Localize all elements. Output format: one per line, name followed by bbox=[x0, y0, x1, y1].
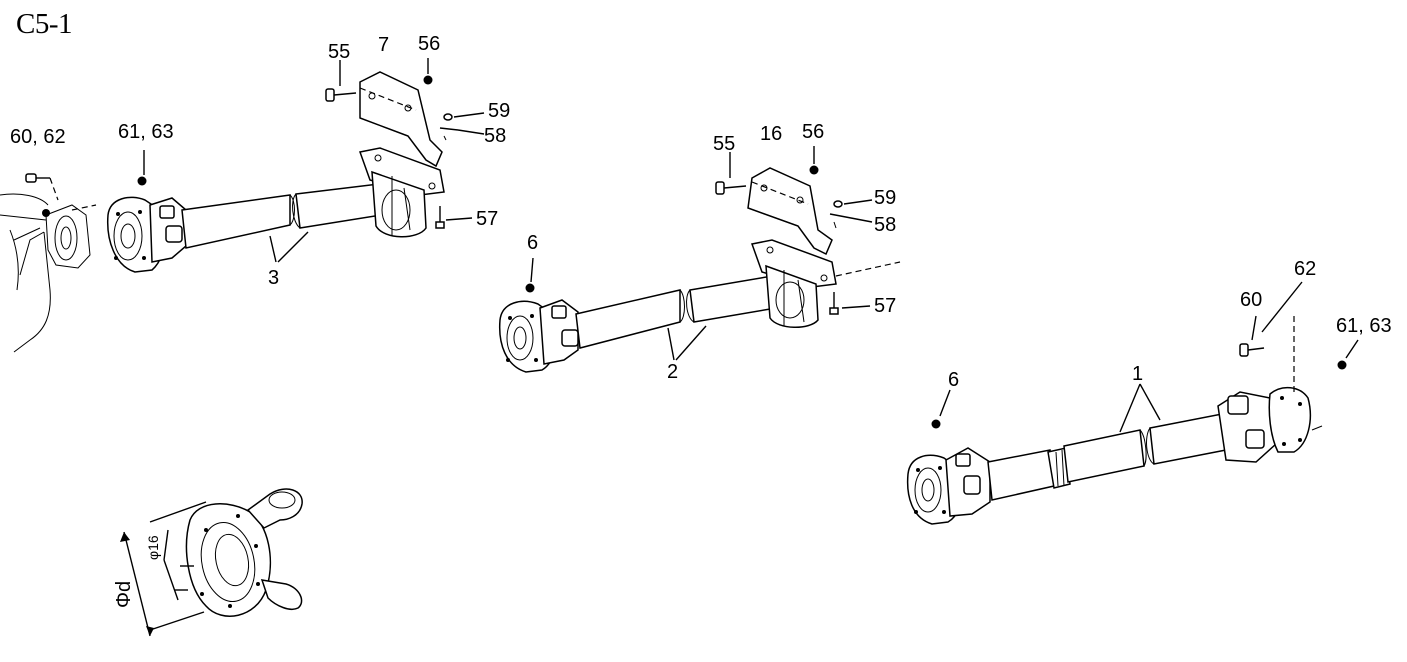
nut-56-upper bbox=[423, 58, 433, 85]
shaft-assembly-2 bbox=[498, 167, 901, 373]
label-59-upper: 59 bbox=[488, 100, 510, 122]
transmission-housing bbox=[0, 193, 97, 353]
label-phi-d: Φd bbox=[113, 581, 135, 608]
label-58-upper: 58 bbox=[484, 125, 506, 147]
label-57-upper: 57 bbox=[476, 208, 498, 230]
bolt-60-right bbox=[1239, 315, 1265, 357]
flange-detail bbox=[120, 488, 303, 637]
shaft-assembly-3 bbox=[106, 71, 445, 273]
label-2: 2 bbox=[667, 361, 678, 383]
nut-61-63-right bbox=[1337, 339, 1359, 370]
label-59-middle: 59 bbox=[874, 187, 896, 209]
bolt-60-62-left bbox=[25, 173, 59, 217]
leader-2 bbox=[667, 325, 707, 361]
label-61-63-right: 61, 63 bbox=[1336, 315, 1392, 337]
washer-58-middle bbox=[829, 213, 873, 229]
label-60-62: 60, 62 bbox=[10, 126, 66, 148]
leader-62 bbox=[1261, 281, 1303, 333]
label-3: 3 bbox=[268, 267, 279, 289]
label-58-middle: 58 bbox=[874, 214, 896, 236]
washer-58-upper bbox=[439, 127, 485, 141]
washer-59-middle bbox=[833, 199, 873, 208]
shaft-assembly-1 bbox=[906, 316, 1323, 525]
label-6-middle: 6 bbox=[527, 232, 538, 254]
label-60-right: 60 bbox=[1240, 289, 1262, 311]
label-1: 1 bbox=[1132, 363, 1143, 385]
nut-6-lower bbox=[931, 389, 951, 429]
label-61-63-left: 61, 63 bbox=[118, 121, 174, 143]
label-16: 16 bbox=[760, 123, 782, 145]
bolt-57-middle bbox=[829, 292, 871, 315]
label-56-middle: 56 bbox=[802, 121, 824, 143]
label-6-lower: 6 bbox=[948, 369, 959, 391]
washer-59-upper bbox=[443, 112, 485, 121]
leader-1 bbox=[1119, 383, 1161, 433]
label-57-middle: 57 bbox=[874, 295, 896, 317]
label-56-upper: 56 bbox=[418, 33, 440, 55]
bolt-57-upper bbox=[435, 206, 473, 229]
label-phi-16: φ16 bbox=[145, 535, 161, 560]
label-55-middle: 55 bbox=[713, 133, 735, 155]
label-55-upper: 55 bbox=[328, 41, 350, 63]
label-62: 62 bbox=[1294, 258, 1316, 280]
bolt-55-upper bbox=[325, 60, 357, 102]
bolt-55-middle bbox=[715, 152, 747, 195]
nut-56-middle bbox=[809, 146, 819, 175]
label-7: 7 bbox=[378, 34, 389, 56]
nut-61-63-left bbox=[137, 150, 147, 186]
leader-3 bbox=[269, 231, 309, 263]
nut-6-middle bbox=[525, 257, 535, 293]
page-title: C5-1 bbox=[16, 8, 73, 40]
